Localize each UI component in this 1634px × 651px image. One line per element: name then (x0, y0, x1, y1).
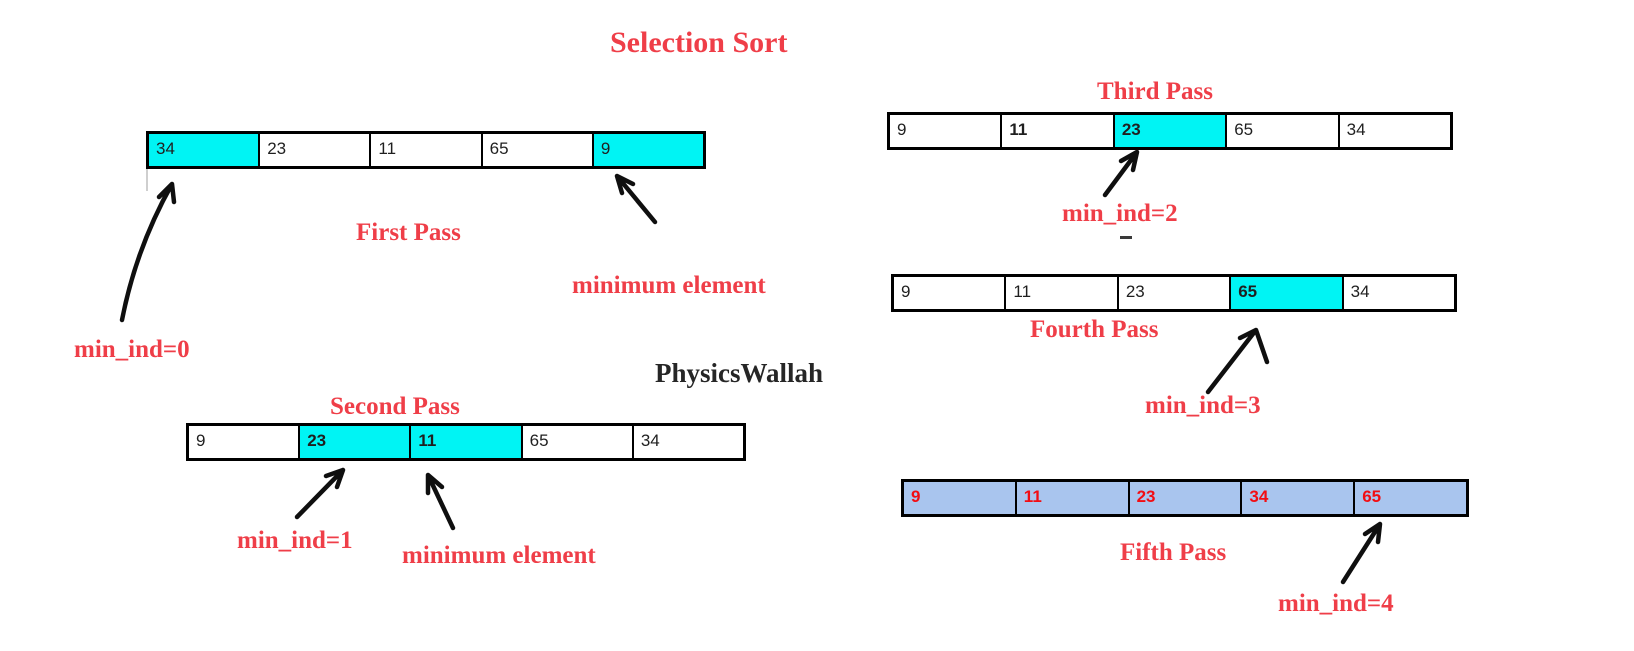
third-pass-array: 9 11 23 65 34 (887, 112, 1453, 150)
min-ind-3-label: min_ind=3 (1145, 392, 1261, 419)
minimum-element-label: minimum element (402, 542, 596, 569)
array-cell: 11 (1016, 482, 1130, 514)
array-cell: 9 (593, 134, 704, 166)
array-cell: 23 (260, 134, 372, 166)
first-pass-array: 34 23 11 65 9 (146, 131, 706, 169)
fourth-pass-label: Fourth Pass (1030, 316, 1159, 343)
array-cell: 9 (894, 277, 1007, 309)
array-cell: 23 (1114, 115, 1228, 147)
second-pass-array: 9 23 11 65 34 (186, 423, 746, 461)
array-cell: 65 (1355, 482, 1466, 514)
min-ind-1-label: min_ind=1 (237, 527, 353, 554)
array-cell: 9 (189, 426, 301, 458)
arrow-minimum-element-2 (425, 472, 456, 531)
array-cell: 65 (1227, 115, 1340, 147)
arrow-minimum-element-1 (614, 173, 658, 225)
fifth-pass-array: 9 11 23 34 65 (901, 479, 1469, 517)
array-cell: 23 (300, 426, 412, 458)
array-cell: 65 (523, 426, 634, 458)
min-ind-0-label: min_ind=0 (74, 336, 190, 363)
fifth-pass-label: Fifth Pass (1120, 539, 1227, 566)
fourth-pass-array: 9 11 23 65 34 (891, 274, 1457, 312)
arrow-min-ind-4 (1340, 521, 1383, 585)
min-ind-4-label: min_ind=4 (1278, 590, 1394, 617)
array-cell: 9 (904, 482, 1017, 514)
array-cell: 65 (1231, 277, 1344, 309)
array-cell: 11 (1002, 115, 1115, 147)
min-ind-2-label: min_ind=2 (1062, 200, 1178, 227)
minimum-element-label: minimum element (572, 272, 766, 299)
arrow-min-ind-3 (1205, 327, 1270, 395)
array-cell: 11 (411, 426, 523, 458)
array-cell: 34 (1350, 282, 1370, 301)
arrow-min-ind-1 (294, 467, 346, 520)
page-title: Selection Sort (610, 26, 788, 59)
array-cell: 34 (149, 134, 261, 166)
third-pass-label: Third Pass (1097, 78, 1214, 105)
first-pass-label: First Pass (356, 219, 461, 246)
watermark: PhysicsWallah (655, 358, 824, 388)
stray-dash (1120, 236, 1132, 239)
array-cell: 9 (890, 115, 1003, 147)
array-cell: 34 (1242, 482, 1356, 514)
array-cell: 34 (640, 431, 660, 450)
array-cell: 34 (1346, 120, 1366, 139)
array-cell: 23 (1129, 482, 1243, 514)
array-cell: 65 (483, 134, 594, 166)
arrow-min-ind-2 (1102, 149, 1140, 198)
stray-line (146, 169, 148, 191)
array-cell: 11 (371, 134, 483, 166)
array-cell: 11 (1006, 277, 1119, 309)
second-pass-label: Second Pass (330, 393, 460, 420)
array-cell: 23 (1119, 277, 1232, 309)
arrow-min-ind-0 (119, 181, 177, 323)
